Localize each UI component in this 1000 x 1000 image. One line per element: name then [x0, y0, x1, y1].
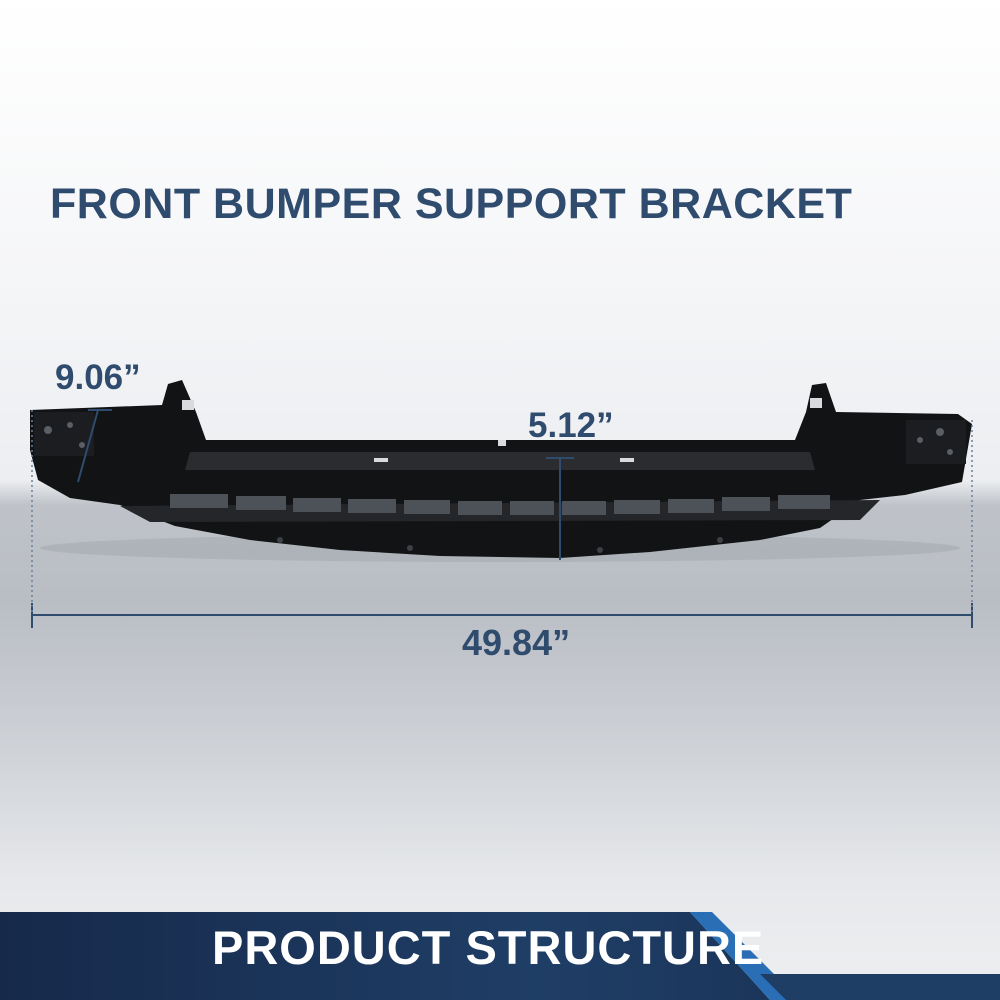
dimension-guides: [31, 410, 973, 612]
footer-banner: [0, 912, 1000, 1000]
depth-dimension-label: 9.06”: [55, 358, 141, 397]
width-dimension-label: 49.84”: [462, 622, 571, 663]
depth-dimension-line: [77, 409, 99, 483]
height-dimension-label: 5.12”: [528, 406, 614, 445]
bracket-slots: [170, 494, 830, 515]
bracket-top-rail: [185, 452, 815, 470]
dimension-lines: [31, 409, 973, 628]
page-title: FRONT BUMPER SUPPORT BRACKET: [50, 180, 853, 228]
footer-banner-shape: [0, 912, 1000, 1000]
bracket-clips: [182, 398, 822, 462]
footer-label: PRODUCT STRUCTURE: [212, 921, 765, 974]
bracket-right-mount: [906, 420, 966, 464]
bracket-holes: [277, 537, 723, 553]
bracket-left-mount: [34, 412, 94, 456]
